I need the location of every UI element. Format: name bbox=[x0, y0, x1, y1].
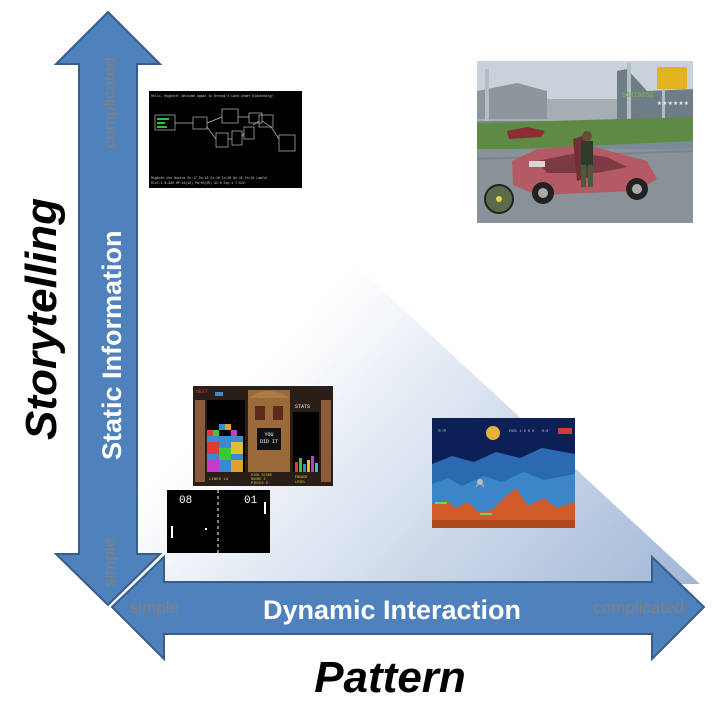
horizontal-axis-arrow bbox=[110, 554, 706, 662]
paddle-game-screenshot: 08 01 bbox=[167, 490, 270, 553]
lander-hud-fuel: FUEL 1 0 0 0 bbox=[509, 430, 534, 434]
vertical-high-label: complicated bbox=[100, 57, 119, 148]
puzzle-next-label: NEXT bbox=[196, 389, 208, 395]
vertical-axis-title: Storytelling bbox=[17, 198, 66, 440]
puzzle-footer-engage: ENGAGE bbox=[295, 476, 308, 480]
horizontal-band-label: Dynamic Interaction bbox=[263, 595, 521, 625]
paddle-score-right: 01 bbox=[244, 495, 258, 507]
vertical-band-label: Static Information bbox=[97, 230, 127, 460]
dungeon-game-screenshot: Hello, Rogboth! Welcome again to Drenok'… bbox=[149, 91, 302, 188]
puzzle-stats-label: STATS bbox=[295, 404, 310, 410]
lander-hud-right: 0:0 bbox=[542, 430, 548, 434]
lander-hud-left: 0:0 bbox=[438, 428, 446, 434]
puzzle-message-line1: YOU bbox=[264, 432, 273, 438]
driving-money-hud: $0319800 bbox=[622, 92, 653, 99]
horizontal-axis-title: Pattern bbox=[314, 653, 466, 702]
paddle-score-left: 08 bbox=[179, 495, 192, 507]
horizontal-low-label: simple bbox=[130, 598, 179, 617]
vertical-low-label: simple bbox=[100, 538, 119, 587]
puzzle-message-line2: DID IT bbox=[260, 439, 278, 445]
driving-wanted-stars: ★★★★★★ bbox=[657, 100, 689, 107]
puzzle-footer-lines: LINES 14 bbox=[209, 478, 229, 482]
dungeon-status-line: Rogboth the Novice St:17 Dx:16 Co:16 In:… bbox=[151, 176, 268, 180]
dungeon-stats-line: Dlvl:1 $:328 HP:16(16) Pw:05(05) AC:6 Ex… bbox=[151, 181, 245, 185]
puzzle-footer-highscore: HIGH SCORE bbox=[251, 474, 272, 478]
puzzle-footer-level: LEVEL bbox=[295, 481, 306, 485]
puzzle-footer-pieces: PIECES 6 bbox=[251, 482, 268, 486]
puzzle-footer-round: ROUND 5 bbox=[251, 478, 266, 482]
dungeon-message-line: Hello, Rogboth! Welcome again to Drenok'… bbox=[151, 94, 274, 98]
vertical-axis-arrow bbox=[53, 10, 163, 607]
driving-game-screenshot: $0319800 ★★★★★★ bbox=[477, 61, 693, 223]
puzzle-game-screenshot: NEXT YOU DID IT STATS bbox=[193, 386, 333, 486]
lander-game-screenshot: 0:0 FUEL 1 0 0 0 0:0 bbox=[432, 418, 575, 528]
horizontal-high-label: complicated bbox=[593, 598, 684, 617]
